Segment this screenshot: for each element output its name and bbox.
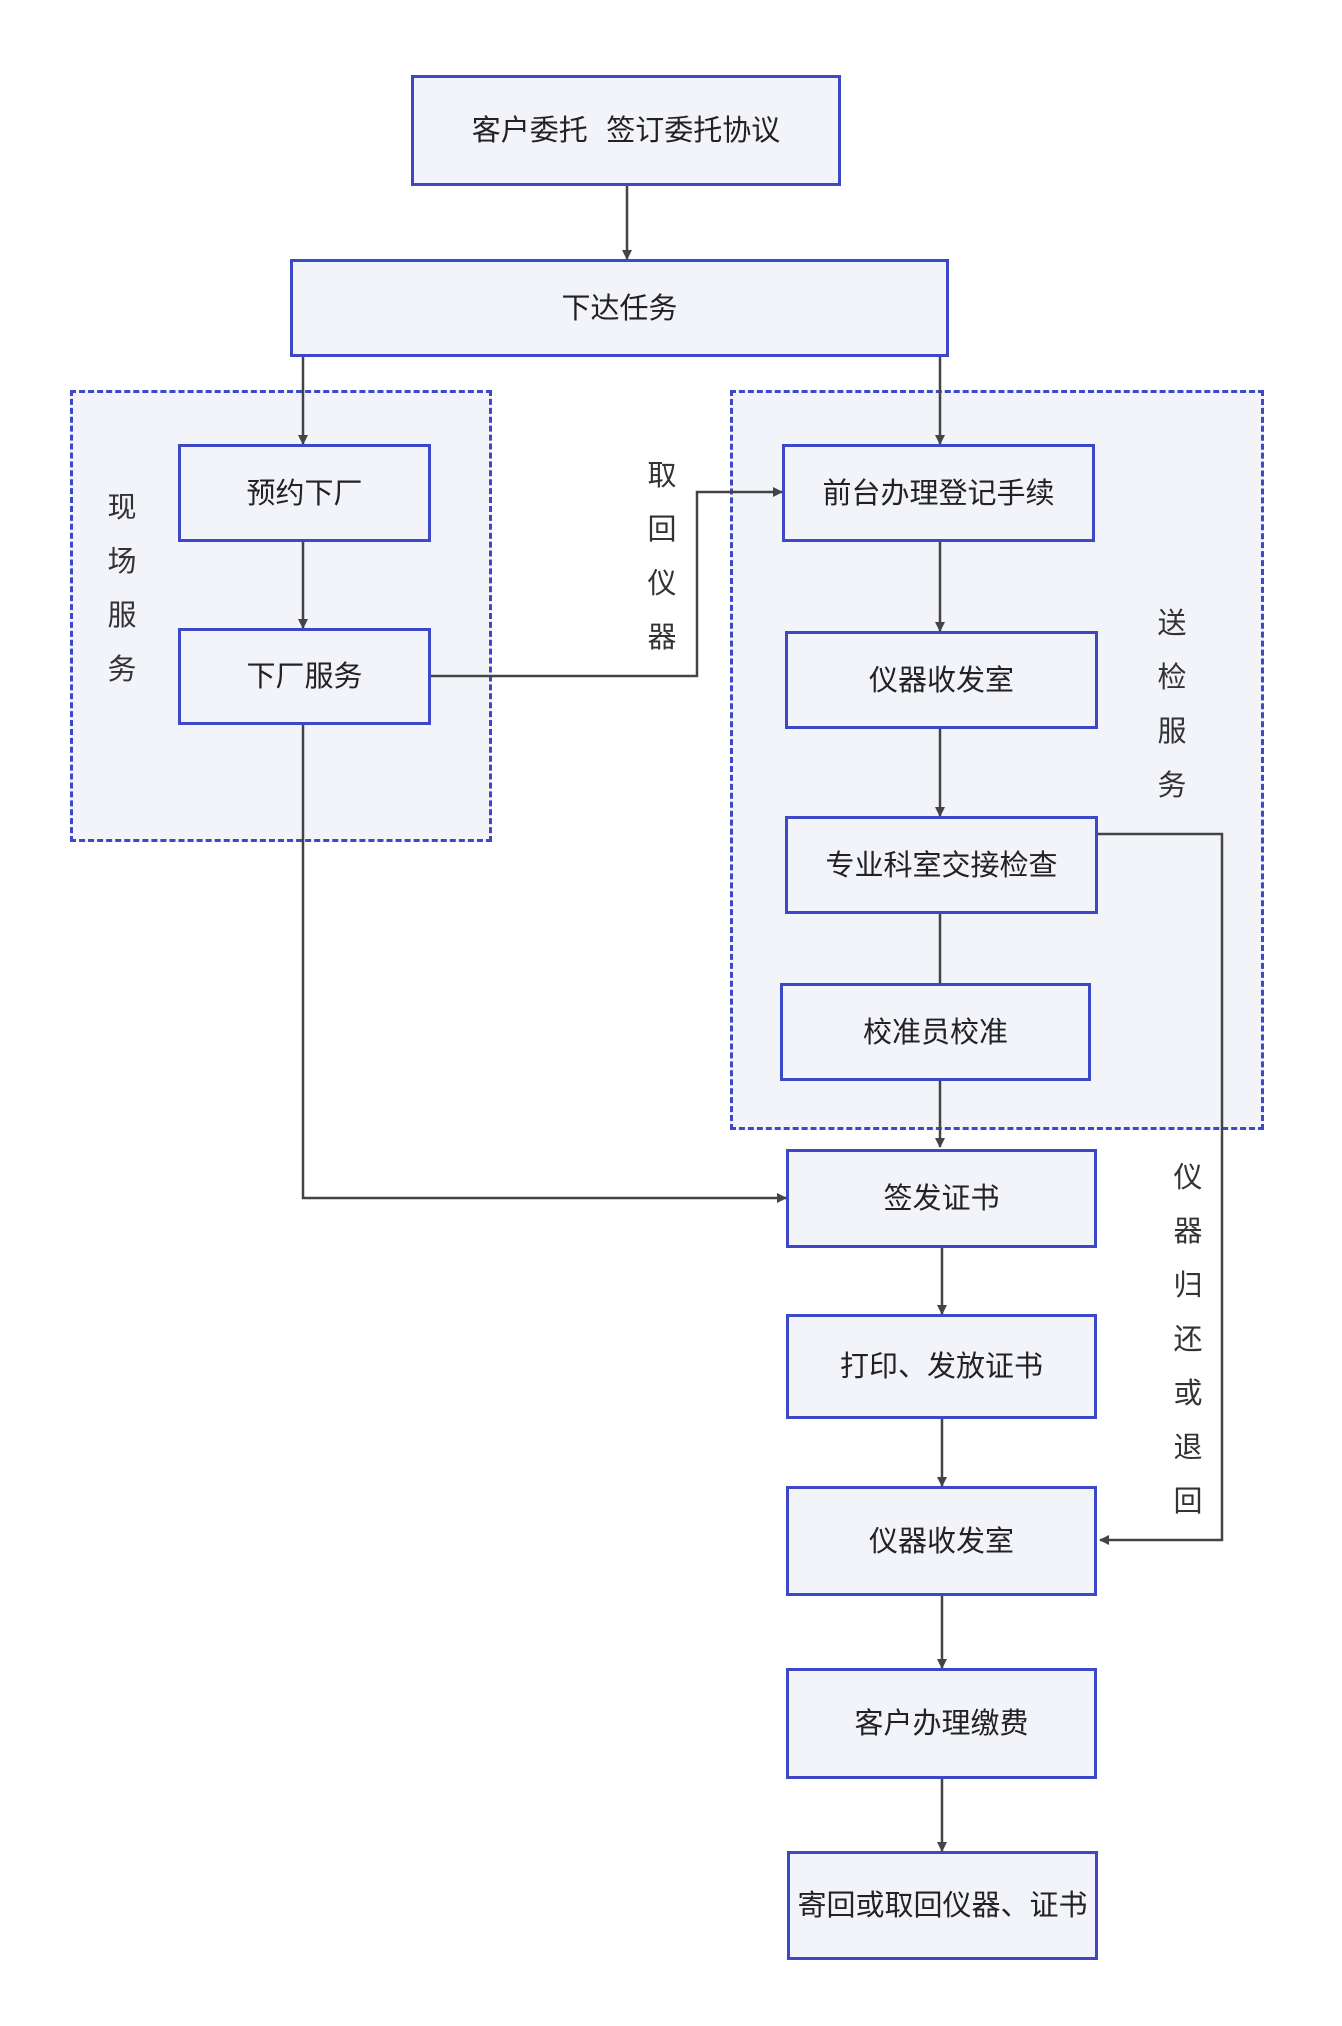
node-appointment: 预约下厂: [178, 444, 431, 542]
node-registration: 前台办理登记手续: [782, 444, 1095, 542]
node-calibration: 校准员校准: [780, 983, 1091, 1081]
edge-handover-to-receiving2: [1096, 832, 1224, 1545]
node-receiving-room-1: 仪器收发室: [785, 631, 1098, 729]
edge-onsite-to-issue: [301, 725, 787, 1203]
node-client-entrust: 客户委托 签订委托协议: [411, 75, 841, 186]
node-onsite-service: 下厂服务: [178, 628, 431, 725]
node-return-instrument: 寄回或取回仪器、证书: [787, 1851, 1098, 1960]
node-receiving-room-2: 仪器收发室: [786, 1486, 1097, 1596]
edge-label-return-or-back: 仪器归还或退回: [1173, 1160, 1203, 1518]
edge-onsite-to-registration: [431, 487, 783, 678]
node-issue-certificate: 签发证书: [786, 1149, 1097, 1248]
node-client-payment: 客户办理缴费: [786, 1668, 1097, 1779]
send-inspection-group-label: 送检服务: [1157, 606, 1187, 802]
node-assign-task: 下达任务: [290, 259, 949, 357]
node-print-certificate: 打印、发放证书: [786, 1314, 1097, 1419]
edge-label-pickup: 取回仪器: [647, 458, 677, 654]
onsite-service-group-label: 现场服务: [107, 490, 137, 686]
node-handover-check: 专业科室交接检查: [785, 816, 1098, 914]
